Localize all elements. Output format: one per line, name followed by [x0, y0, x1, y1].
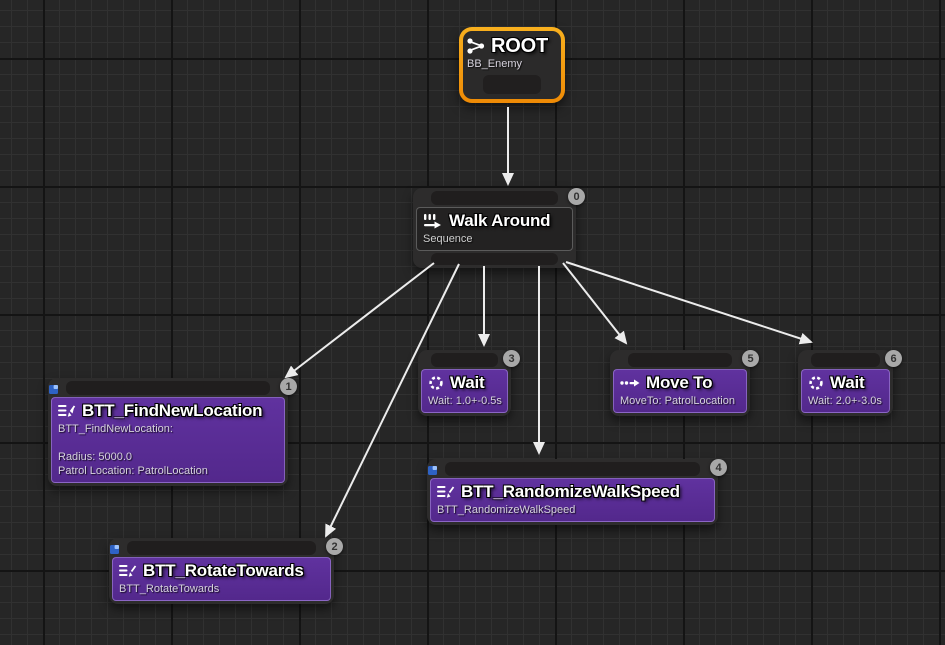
blueprint-asset-icon	[49, 381, 58, 399]
node-subtitle: BTT_RotateTowards	[119, 583, 220, 595]
blueprint-asset-icon	[428, 462, 437, 480]
node-subtitle: MoveTo: PatrolLocation	[620, 395, 735, 407]
node-title: BTT_RandomizeWalkSpeed	[461, 482, 680, 501]
node-subtitle: Sequence	[423, 233, 473, 245]
node-body: Move To MoveTo: PatrolLocation	[613, 369, 747, 413]
task-arrow-icon	[58, 404, 76, 418]
node-detail-line	[58, 436, 278, 450]
wait-circle-icon	[428, 375, 444, 391]
input-pin[interactable]	[445, 462, 700, 476]
node-title: BTT_FindNewLocation	[82, 401, 263, 420]
execution-index-badge: 0	[568, 188, 585, 205]
input-pin[interactable]	[811, 353, 880, 367]
node-body: ROOT BB_Enemy	[463, 31, 561, 99]
output-pin[interactable]	[431, 253, 558, 265]
node-title: Wait	[450, 373, 485, 392]
execution-index-badge: 4	[710, 459, 727, 476]
node-detail-line: BTT_FindNewLocation:	[58, 423, 173, 435]
node-move-to[interactable]: 5 Move To MoveTo: PatrolLocation	[610, 350, 759, 416]
node-body: Wait Wait: 1.0+-0.5s	[421, 369, 508, 413]
dotted-arrow-icon	[620, 376, 640, 390]
node-find-new-location[interactable]: 1 BTT_FindNewLocati	[48, 378, 297, 486]
input-pin[interactable]	[431, 353, 498, 367]
input-pin[interactable]	[127, 541, 316, 555]
graph-icon	[467, 38, 485, 54]
node-body: Walk Around Sequence	[416, 207, 573, 251]
execution-index-badge: 6	[885, 350, 902, 367]
execution-index-badge: 5	[742, 350, 759, 367]
execution-index-badge: 2	[326, 538, 343, 555]
node-detail-line: Patrol Location: PatrolLocation	[58, 465, 208, 477]
node-rotate-towards[interactable]: 2 BTT_RotateTowards B	[109, 538, 343, 604]
node-title: Move To	[646, 373, 713, 392]
sequence-icon	[423, 213, 443, 229]
node-wait-short[interactable]: 3 Wait Wait: 1.0+-0.5s	[418, 350, 520, 416]
input-pin[interactable]	[66, 381, 270, 395]
node-title: BTT_RotateTowards	[143, 561, 304, 580]
execution-index-badge: 1	[280, 378, 297, 395]
node-title: Wait	[830, 373, 865, 392]
task-arrow-icon	[437, 485, 455, 499]
edge-walk-around-to-move-to	[562, 262, 628, 345]
node-randomize-walk-speed[interactable]: 4 BTT_RandomizeWalkSpeed	[427, 459, 727, 525]
node-body: Wait Wait: 2.0+-3.0s	[801, 369, 890, 413]
input-pin[interactable]	[628, 353, 732, 367]
node-body: BTT_RotateTowards BTT_RotateTowards	[112, 557, 331, 601]
node-walk-around[interactable]: 0 Walk Around Sequenc	[413, 188, 585, 268]
node-body: BTT_FindNewLocation BTT_FindNewLocation:…	[51, 397, 285, 483]
wait-circle-icon	[808, 375, 824, 391]
node-subtitle: Wait: 2.0+-3.0s	[808, 395, 882, 407]
node-root[interactable]: ROOT BB_Enemy	[459, 27, 565, 103]
node-subtitle: BTT_RandomizeWalkSpeed	[437, 504, 576, 516]
node-title: ROOT	[491, 34, 548, 57]
task-arrow-icon	[119, 564, 137, 578]
input-pin[interactable]	[431, 191, 558, 205]
node-wait-long[interactable]: 6 Wait Wait: 2.0+-3.0s	[798, 350, 902, 416]
node-detail-line: Radius: 5000.0	[58, 451, 132, 463]
edge-walk-around-to-wait-long	[565, 261, 813, 345]
node-subtitle: BB_Enemy	[467, 58, 523, 70]
node-title: Walk Around	[449, 211, 551, 230]
blueprint-asset-icon	[110, 541, 119, 559]
node-subtitle: Wait: 1.0+-0.5s	[428, 395, 502, 407]
execution-index-badge: 3	[503, 350, 520, 367]
output-pin[interactable]	[483, 75, 541, 94]
node-body: BTT_RandomizeWalkSpeed BTT_RandomizeWalk…	[430, 478, 715, 522]
edge-walk-around-to-find-new-location	[284, 262, 435, 379]
